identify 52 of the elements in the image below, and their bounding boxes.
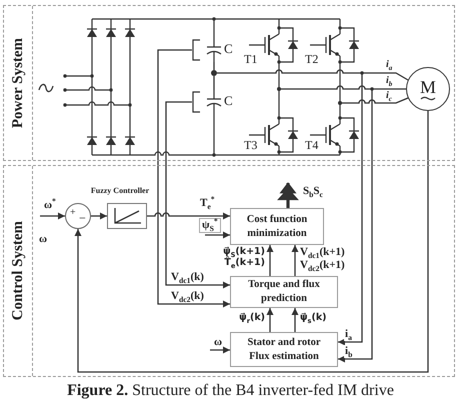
edge-label: V$_{dc1}$(k) bbox=[170, 271, 205, 284]
arrow bbox=[338, 89, 373, 362]
motor-symbol bbox=[406, 67, 450, 111]
component-label: C bbox=[224, 42, 233, 55]
edge-label: i$_{b}$ bbox=[344, 345, 354, 358]
component-label: T3 bbox=[244, 138, 258, 152]
arrow bbox=[165, 101, 230, 288]
sign-label: − bbox=[79, 212, 86, 224]
connector-line bbox=[217, 69, 408, 81]
capacitor-symbol bbox=[192, 38, 222, 62]
arrow bbox=[292, 308, 298, 332]
arrow bbox=[40, 212, 65, 220]
block-title: Fuzzy Controller bbox=[90, 186, 150, 196]
process-block bbox=[230, 332, 338, 367]
arrow bbox=[157, 49, 230, 308]
edge-label: i$_{b}$ bbox=[385, 75, 394, 87]
junction-dot bbox=[211, 70, 217, 76]
edge-label: i$_{c}$ bbox=[385, 90, 393, 102]
figure-caption: Figure 2. Structure of the B4 inverter-fed IM drive bbox=[67, 381, 394, 400]
edge-label: S$_{b}$S$_{c}$ bbox=[302, 185, 324, 198]
block-label: Cost function minimization bbox=[246, 212, 308, 240]
connector-line bbox=[213, 76, 215, 90]
arrow bbox=[210, 346, 230, 354]
component-label: T1 bbox=[244, 52, 258, 66]
arrow bbox=[91, 212, 107, 220]
arrow bbox=[338, 73, 363, 346]
process-block bbox=[230, 276, 338, 308]
arrow bbox=[74, 111, 429, 373]
process-block bbox=[230, 208, 324, 245]
component-label: T4 bbox=[305, 138, 318, 152]
arrow bbox=[266, 308, 274, 332]
block-label: Stator and rotor Flux estimation bbox=[246, 336, 322, 364]
block-label: Torque and flux prediction bbox=[247, 278, 321, 306]
motor-label: M bbox=[420, 78, 436, 96]
edge-label: i$_{a}$ bbox=[344, 328, 353, 342]
section-title: Power System bbox=[10, 38, 26, 128]
edge-label: i$_{a}$ bbox=[385, 59, 394, 71]
section-title: Control System bbox=[10, 221, 26, 321]
component-label: T2 bbox=[305, 52, 318, 66]
edge-label: V$_{dc2}$(k) bbox=[170, 290, 205, 304]
arrow bbox=[292, 245, 298, 276]
arrow bbox=[147, 212, 230, 220]
edge-label: V$_{dc1}$(k+1) V$_{dc2}$(k+1) bbox=[299, 246, 346, 272]
capacitor-symbol bbox=[192, 90, 222, 114]
sign-label: + bbox=[70, 208, 76, 218]
arrow bbox=[205, 232, 230, 238]
edge-label: ψ⃗$_{S}$(k+1) T̂$_{e}$(k+1) bbox=[222, 246, 266, 269]
edge-label: ψ⃗$_{r}$(k) bbox=[238, 312, 266, 324]
summing-junction bbox=[65, 203, 91, 229]
edge-label: ψ⃗$_{s}$(k) bbox=[299, 312, 328, 324]
arrow bbox=[266, 245, 274, 276]
component-label: C bbox=[224, 94, 233, 107]
